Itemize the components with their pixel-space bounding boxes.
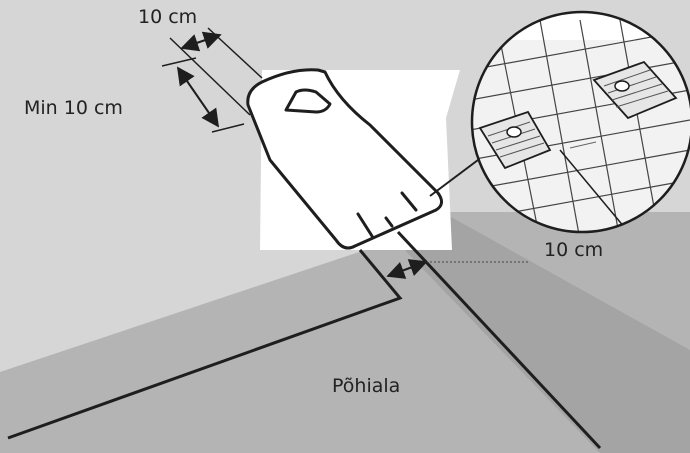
guide-wire — [396, 230, 602, 450]
dim-right-arrow — [386, 259, 428, 279]
station-slot-left — [356, 212, 374, 238]
main-area-shadow — [395, 212, 690, 453]
boundary-wire — [7, 249, 403, 440]
station-handle — [284, 88, 332, 114]
min-dimension-label: Min 10 cm — [24, 97, 123, 119]
station-slot-mid — [384, 216, 394, 228]
main-area-label: Põhiala — [332, 375, 401, 397]
detail-peg-right — [592, 60, 678, 120]
dim-min-extension-b — [211, 123, 245, 133]
detail-view — [470, 10, 690, 234]
charging-station — [246, 68, 443, 250]
dim-min-arrow — [176, 66, 220, 128]
dim-top-arrow — [180, 31, 222, 52]
top-dimension-label: 10 cm — [138, 6, 198, 28]
station-slot-right — [400, 191, 418, 212]
right-dimension-label: 10 cm — [544, 239, 604, 261]
dim-min-extension-a — [161, 57, 197, 67]
detail-connector — [429, 159, 479, 197]
detail-peg-left — [478, 110, 552, 170]
